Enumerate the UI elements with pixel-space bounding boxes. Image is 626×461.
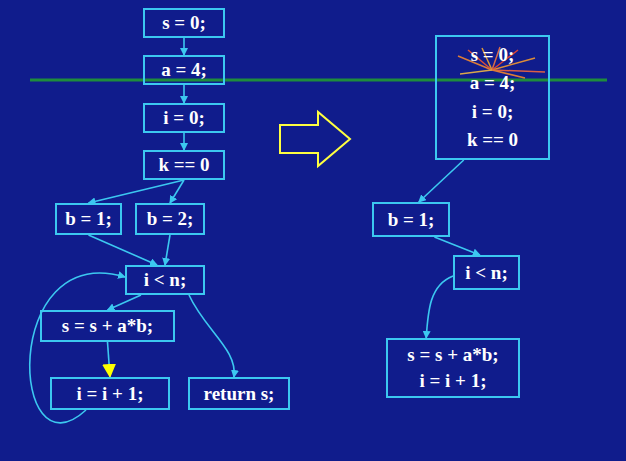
statement-text: k == 0 bbox=[467, 129, 518, 151]
statement-text: s = s + a*b; bbox=[62, 315, 153, 337]
flow-arrow bbox=[165, 235, 170, 265]
statement-text: return s; bbox=[204, 383, 275, 405]
flow-arrow bbox=[426, 276, 453, 338]
statement-text: i = i + 1; bbox=[419, 370, 486, 392]
process-box: s = 0; a = 4; i = 0; k == 0 bbox=[435, 35, 550, 160]
statement-text: b = 1; bbox=[65, 208, 112, 230]
process-box: i = 0; bbox=[143, 103, 225, 133]
statement-text: b = 1; bbox=[388, 209, 435, 231]
process-box: s = s + a*b; i = i + 1; bbox=[386, 338, 520, 398]
process-box: k == 0 bbox=[143, 150, 225, 180]
process-box: i < n; bbox=[453, 255, 520, 290]
process-box: i < n; bbox=[125, 265, 205, 295]
statement-text: s = 0; bbox=[162, 12, 206, 34]
process-box: i = i + 1; bbox=[50, 377, 170, 410]
statement-text: a = 4; bbox=[470, 72, 516, 94]
statement-text: i = i + 1; bbox=[76, 383, 143, 405]
statement-text: i = 0; bbox=[163, 107, 204, 129]
statement-text: i < n; bbox=[144, 269, 187, 291]
process-box: b = 1; bbox=[55, 203, 122, 235]
flow-arrow bbox=[183, 85, 185, 103]
statement-text: s = s + a*b; bbox=[407, 344, 498, 366]
flow-arrow bbox=[419, 160, 464, 202]
flow-arrow bbox=[189, 295, 234, 377]
flow-arrow bbox=[170, 180, 184, 203]
statement-text: i < n; bbox=[465, 262, 508, 284]
flow-arrow bbox=[183, 38, 185, 55]
statement-text: b = 2; bbox=[147, 208, 194, 230]
flow-arrow bbox=[108, 295, 142, 310]
green-rule bbox=[30, 79, 607, 82]
flow-arrow bbox=[89, 180, 185, 203]
statement-text: s = 0; bbox=[471, 44, 515, 66]
process-box: return s; bbox=[188, 377, 290, 410]
statement-text: k == 0 bbox=[158, 154, 209, 176]
statement-text: i = 0; bbox=[472, 101, 513, 123]
flow-arrow bbox=[108, 342, 111, 377]
process-box: s = s + a*b; bbox=[40, 310, 175, 342]
flow-arrow bbox=[89, 235, 158, 265]
statement-text: a = 4; bbox=[161, 59, 207, 81]
flow-arrow bbox=[434, 237, 479, 255]
process-box: b = 2; bbox=[135, 203, 205, 235]
process-box: a = 4; bbox=[143, 55, 225, 85]
transform-arrow bbox=[280, 112, 350, 166]
flow-arrow bbox=[183, 133, 185, 150]
process-box: b = 1; bbox=[372, 202, 450, 237]
process-box: s = 0; bbox=[143, 8, 225, 38]
